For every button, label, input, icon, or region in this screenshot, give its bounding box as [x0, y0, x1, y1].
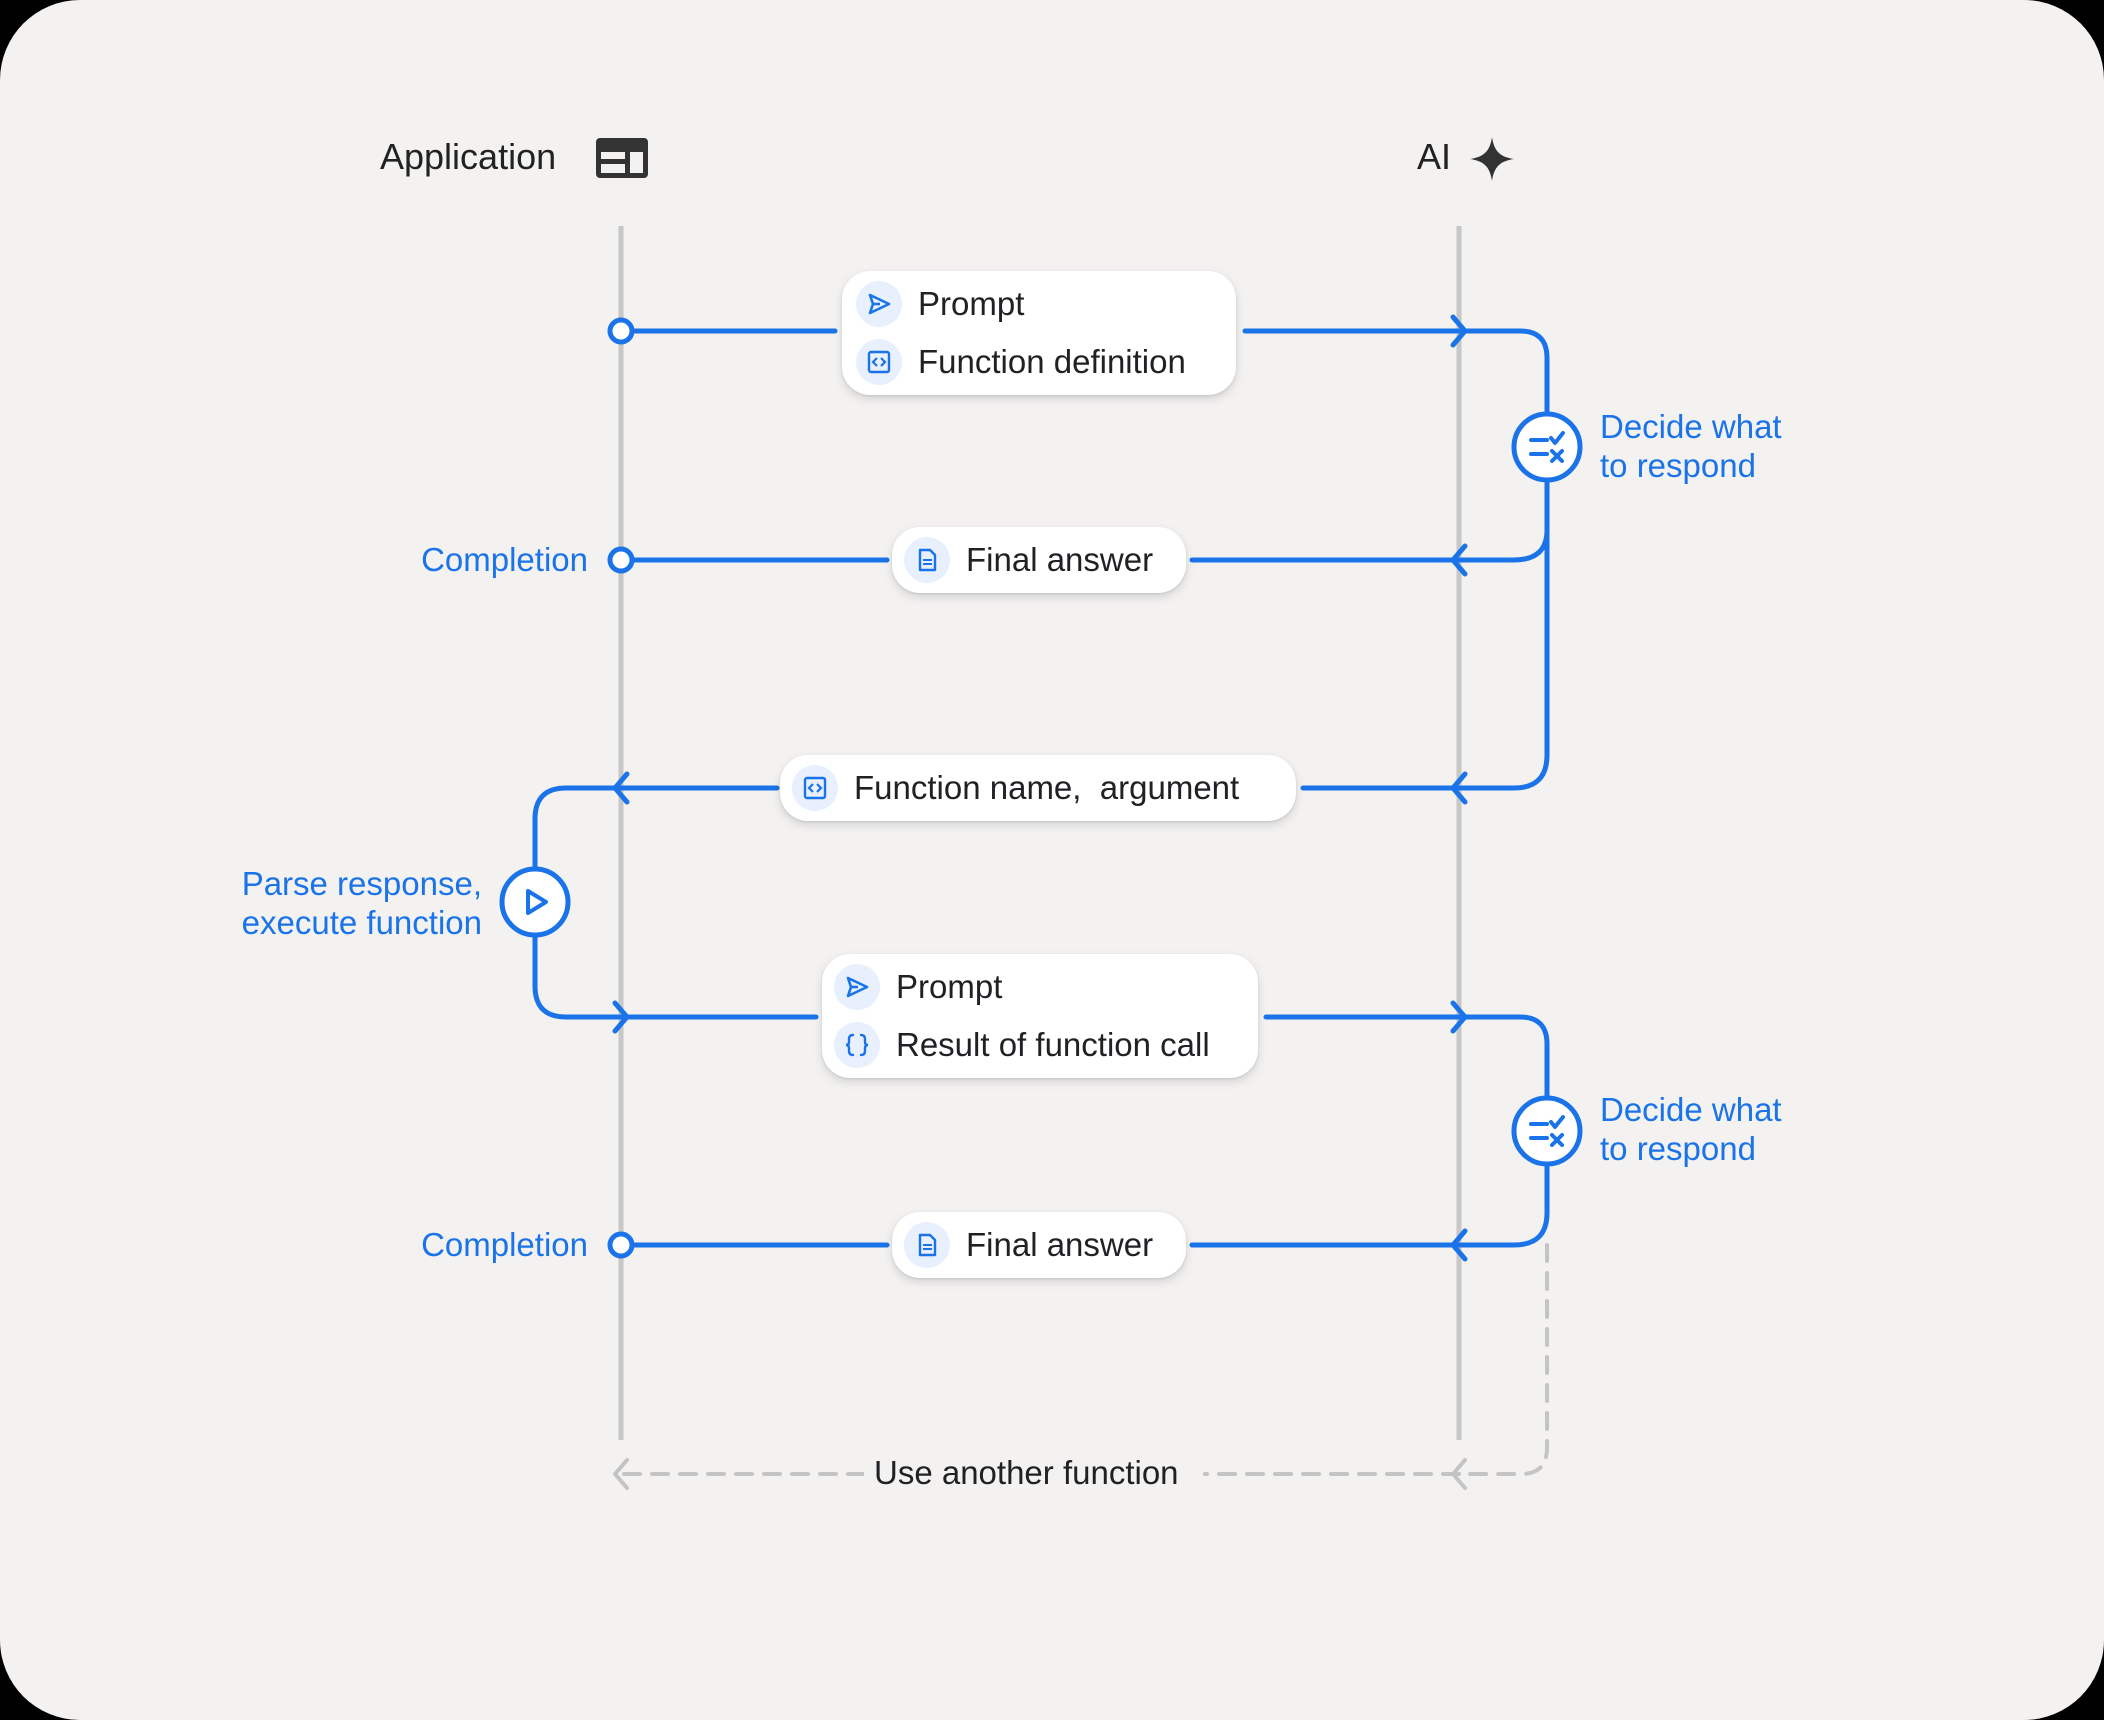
decide-label-line: Decide what: [1600, 408, 1782, 445]
list-item: Result of function call: [834, 1022, 1210, 1068]
message-final-answer: Final answer: [892, 527, 1186, 593]
message-text: Result of function call: [896, 1026, 1210, 1063]
start-dot: [607, 317, 635, 345]
decide-branch-final-1: [1456, 527, 1550, 563]
completion-dot-1: [607, 546, 635, 574]
message-text: Final answer: [966, 1226, 1154, 1263]
decide-label-line: to respond: [1600, 447, 1756, 484]
list-item: Prompt: [856, 281, 1024, 327]
dashed-loop: [1457, 1243, 1549, 1476]
send-icon: [834, 964, 880, 1010]
message-text: Prompt: [918, 285, 1025, 322]
decide-icon: [1511, 411, 1583, 483]
arrowhead-fn-name-ai: [1450, 771, 1468, 805]
code-icon: [856, 339, 902, 385]
sparkle-icon: [1470, 137, 1514, 181]
decide-label: Decide what to respond: [1600, 407, 1782, 485]
decide-label: Decide what to respond: [1600, 1090, 1782, 1168]
ai-lane-label: AI: [1417, 136, 1452, 177]
message-text: Final answer: [966, 541, 1154, 578]
decide-loop-1: [1456, 328, 1550, 791]
arrowhead-final-2: [1450, 1228, 1468, 1262]
completion-dot-2: [607, 1231, 635, 1259]
code-icon: [792, 765, 838, 811]
list-item: Final answer: [904, 537, 1153, 583]
list-item: Function name, argument: [792, 765, 1239, 811]
arrowhead-final-1: [1450, 543, 1468, 577]
parse-label-line: execute function: [241, 904, 482, 941]
message-prompt-result: Prompt Result of function call: [822, 954, 1258, 1078]
parse-label: Parse response, execute function: [160, 864, 482, 942]
list-item: Prompt: [834, 964, 1002, 1010]
arrowhead-dashed-ai: [1451, 1458, 1467, 1490]
decide-label-line: Decide what: [1600, 1091, 1782, 1128]
application-lane-label: Application: [380, 136, 557, 177]
completion-label: Completion: [421, 541, 588, 578]
message-text: Function name, argument: [854, 769, 1240, 806]
list-item: Final answer: [904, 1222, 1153, 1268]
message-text: Function definition: [918, 343, 1186, 380]
decide-icon: [1511, 1095, 1583, 1167]
parse-label-line: Parse response,: [241, 865, 482, 902]
message-final-answer: Final answer: [892, 1212, 1186, 1278]
play-icon: [499, 866, 571, 938]
application-window-icon: [596, 138, 648, 178]
ai-lane-header: AI: [1417, 136, 1451, 178]
arrowhead-dashed-app: [613, 1458, 629, 1490]
list-item: Function definition: [856, 339, 1186, 385]
application-lane-header: Application: [380, 136, 556, 178]
message-prompt-function-definition: Prompt Function definition: [842, 271, 1236, 395]
braces-icon: [834, 1022, 880, 1068]
message-text: Prompt: [896, 968, 1003, 1005]
send-icon: [856, 281, 902, 327]
document-icon: [904, 537, 950, 583]
completion-label: Completion: [421, 1226, 588, 1263]
decide-label-line: to respond: [1600, 1130, 1756, 1167]
message-function-name-argument: Function name, argument: [780, 755, 1296, 821]
use-another-function-label: Use another function: [864, 1454, 1189, 1492]
document-icon: [904, 1222, 950, 1268]
